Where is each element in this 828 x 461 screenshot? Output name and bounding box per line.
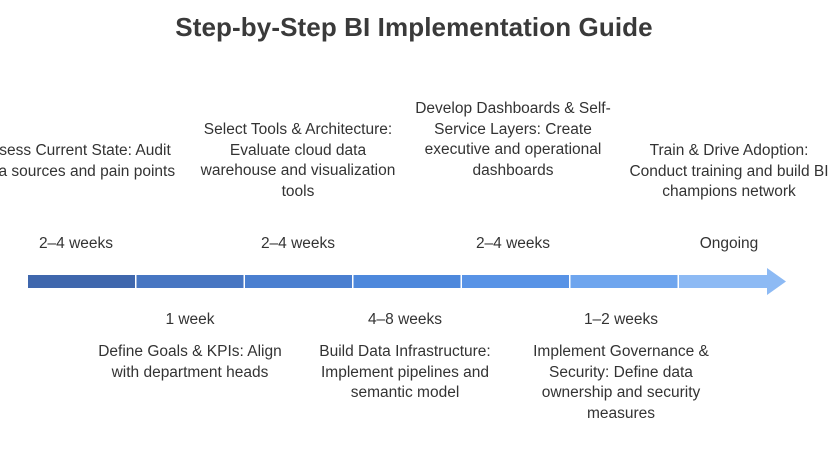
step-3-label: Select Tools & Architecture: Evaluate cl…: [198, 120, 398, 202]
timeline-arrow-head: [679, 268, 786, 295]
step-5-text: Develop Dashboards & Self-Service Layers…: [415, 100, 611, 179]
step-5-label: Develop Dashboards & Self-Service Layers…: [413, 99, 613, 181]
page-title: Step-by-Step BI Implementation Guide: [175, 12, 653, 42]
timeline-segment-3: [245, 275, 352, 288]
step-3-text: Select Tools & Architecture: Evaluate cl…: [200, 121, 396, 200]
step-6-text: Implement Governance & Security: Define …: [533, 343, 709, 422]
timeline-segment-4: [353, 275, 461, 288]
step-4-duration: 4–8 weeks: [367, 311, 443, 328]
step-1-label: Assess Current State: Audit data sources…: [0, 141, 176, 182]
timeline-segment-5: [462, 275, 569, 288]
step-7-label: Train & Drive Adoption: Conduct training…: [629, 141, 828, 203]
step-4-label: Build Data Infrastructure: Implement pip…: [305, 342, 505, 404]
timeline-segment-6: [570, 275, 678, 288]
step-5-duration: 2–4 weeks: [475, 235, 551, 252]
timeline-segment-1: [28, 275, 135, 288]
step-3-duration: 2–4 weeks: [260, 235, 336, 252]
step-7-text: Train & Drive Adoption: Conduct training…: [629, 142, 828, 200]
step-1-text: Assess Current State: Audit data sources…: [0, 142, 176, 180]
timeline-segment-2: [136, 275, 244, 288]
step-2-label: Define Goals & KPIs: Align with departme…: [90, 342, 290, 383]
step-7-duration: Ongoing: [699, 235, 759, 252]
timeline-segments: [28, 268, 786, 295]
step-6-label: Implement Governance & Security: Define …: [521, 342, 721, 424]
step-1-duration: 2–4 weeks: [38, 235, 114, 252]
step-2-text: Define Goals & KPIs: Align with departme…: [98, 343, 282, 381]
step-2-duration: 1 week: [165, 311, 215, 328]
step-4-text: Build Data Infrastructure: Implement pip…: [319, 343, 491, 401]
step-6-duration: 1–2 weeks: [583, 311, 659, 328]
